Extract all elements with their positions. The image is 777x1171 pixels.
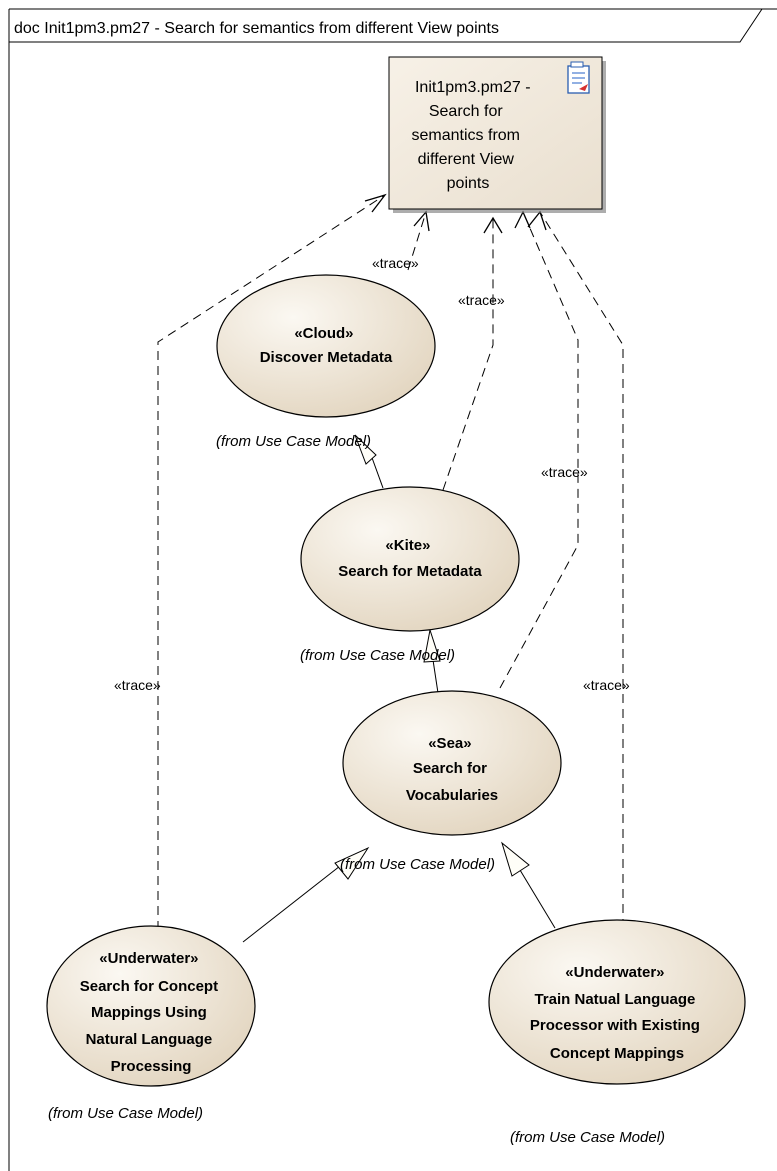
trace-label-underwater-right: «trace» (583, 677, 630, 693)
use-case-underwater-left-from: (from Use Case Model) (48, 1105, 203, 1122)
document-icon (567, 61, 590, 94)
trace-label-cloud: «trace» (372, 255, 419, 271)
use-case-kite-from: (from Use Case Model) (300, 647, 455, 664)
use-case-sea[interactable]: «Sea» Search for Vocabularies (342, 690, 562, 836)
trace-line-underwater-left (157, 194, 386, 930)
use-case-underwater-right-label: «Underwater» Train Natual Language Proce… (530, 964, 704, 1062)
trace-label-underwater-left: «trace» (114, 677, 161, 693)
use-case-cloud-from: (from Use Case Model) (216, 433, 371, 450)
use-case-underwater-right-from: (from Use Case Model) (510, 1129, 665, 1146)
use-case-underwater-left[interactable]: «Underwater» Search for Concept Mappings… (46, 925, 256, 1087)
trace-line-kite (442, 218, 494, 491)
trace-line-underwater-right (539, 211, 624, 928)
use-case-sea-from: (from Use Case Model) (340, 856, 495, 873)
use-case-kite-label: «Kite» Search for Metadata (338, 537, 482, 580)
use-case-underwater-left-label: «Underwater» Search for Concept Mappings… (80, 950, 223, 1075)
use-case-sea-label: «Sea» Search for Vocabularies (406, 735, 498, 804)
use-case-underwater-right[interactable]: «Underwater» Train Natual Language Proce… (488, 919, 746, 1085)
generalizations (242, 434, 556, 943)
frame-title: doc Init1pm3.pm27 - Search for semantics… (14, 20, 499, 37)
diagram-frame: doc Init1pm3.pm27 - Search for semantics… (8, 8, 777, 1171)
use-case-cloud-label: «Cloud» Discover Metadata (260, 325, 393, 366)
requirement-element[interactable]: Init1pm3.pm27 - Search for semantics fro… (388, 56, 606, 213)
use-case-kite[interactable]: «Kite» Search for Metadata (300, 486, 520, 632)
use-case-cloud[interactable]: «Cloud» Discover Metadata (216, 274, 436, 418)
trace-label-kite: «trace» (458, 292, 505, 308)
trace-dependencies (157, 194, 624, 930)
requirement-label: Init1pm3.pm27 - Search for semantics fro… (412, 79, 535, 192)
trace-line-sea (499, 211, 579, 689)
trace-line-cloud (407, 211, 427, 271)
trace-label-sea: «trace» (541, 464, 588, 480)
